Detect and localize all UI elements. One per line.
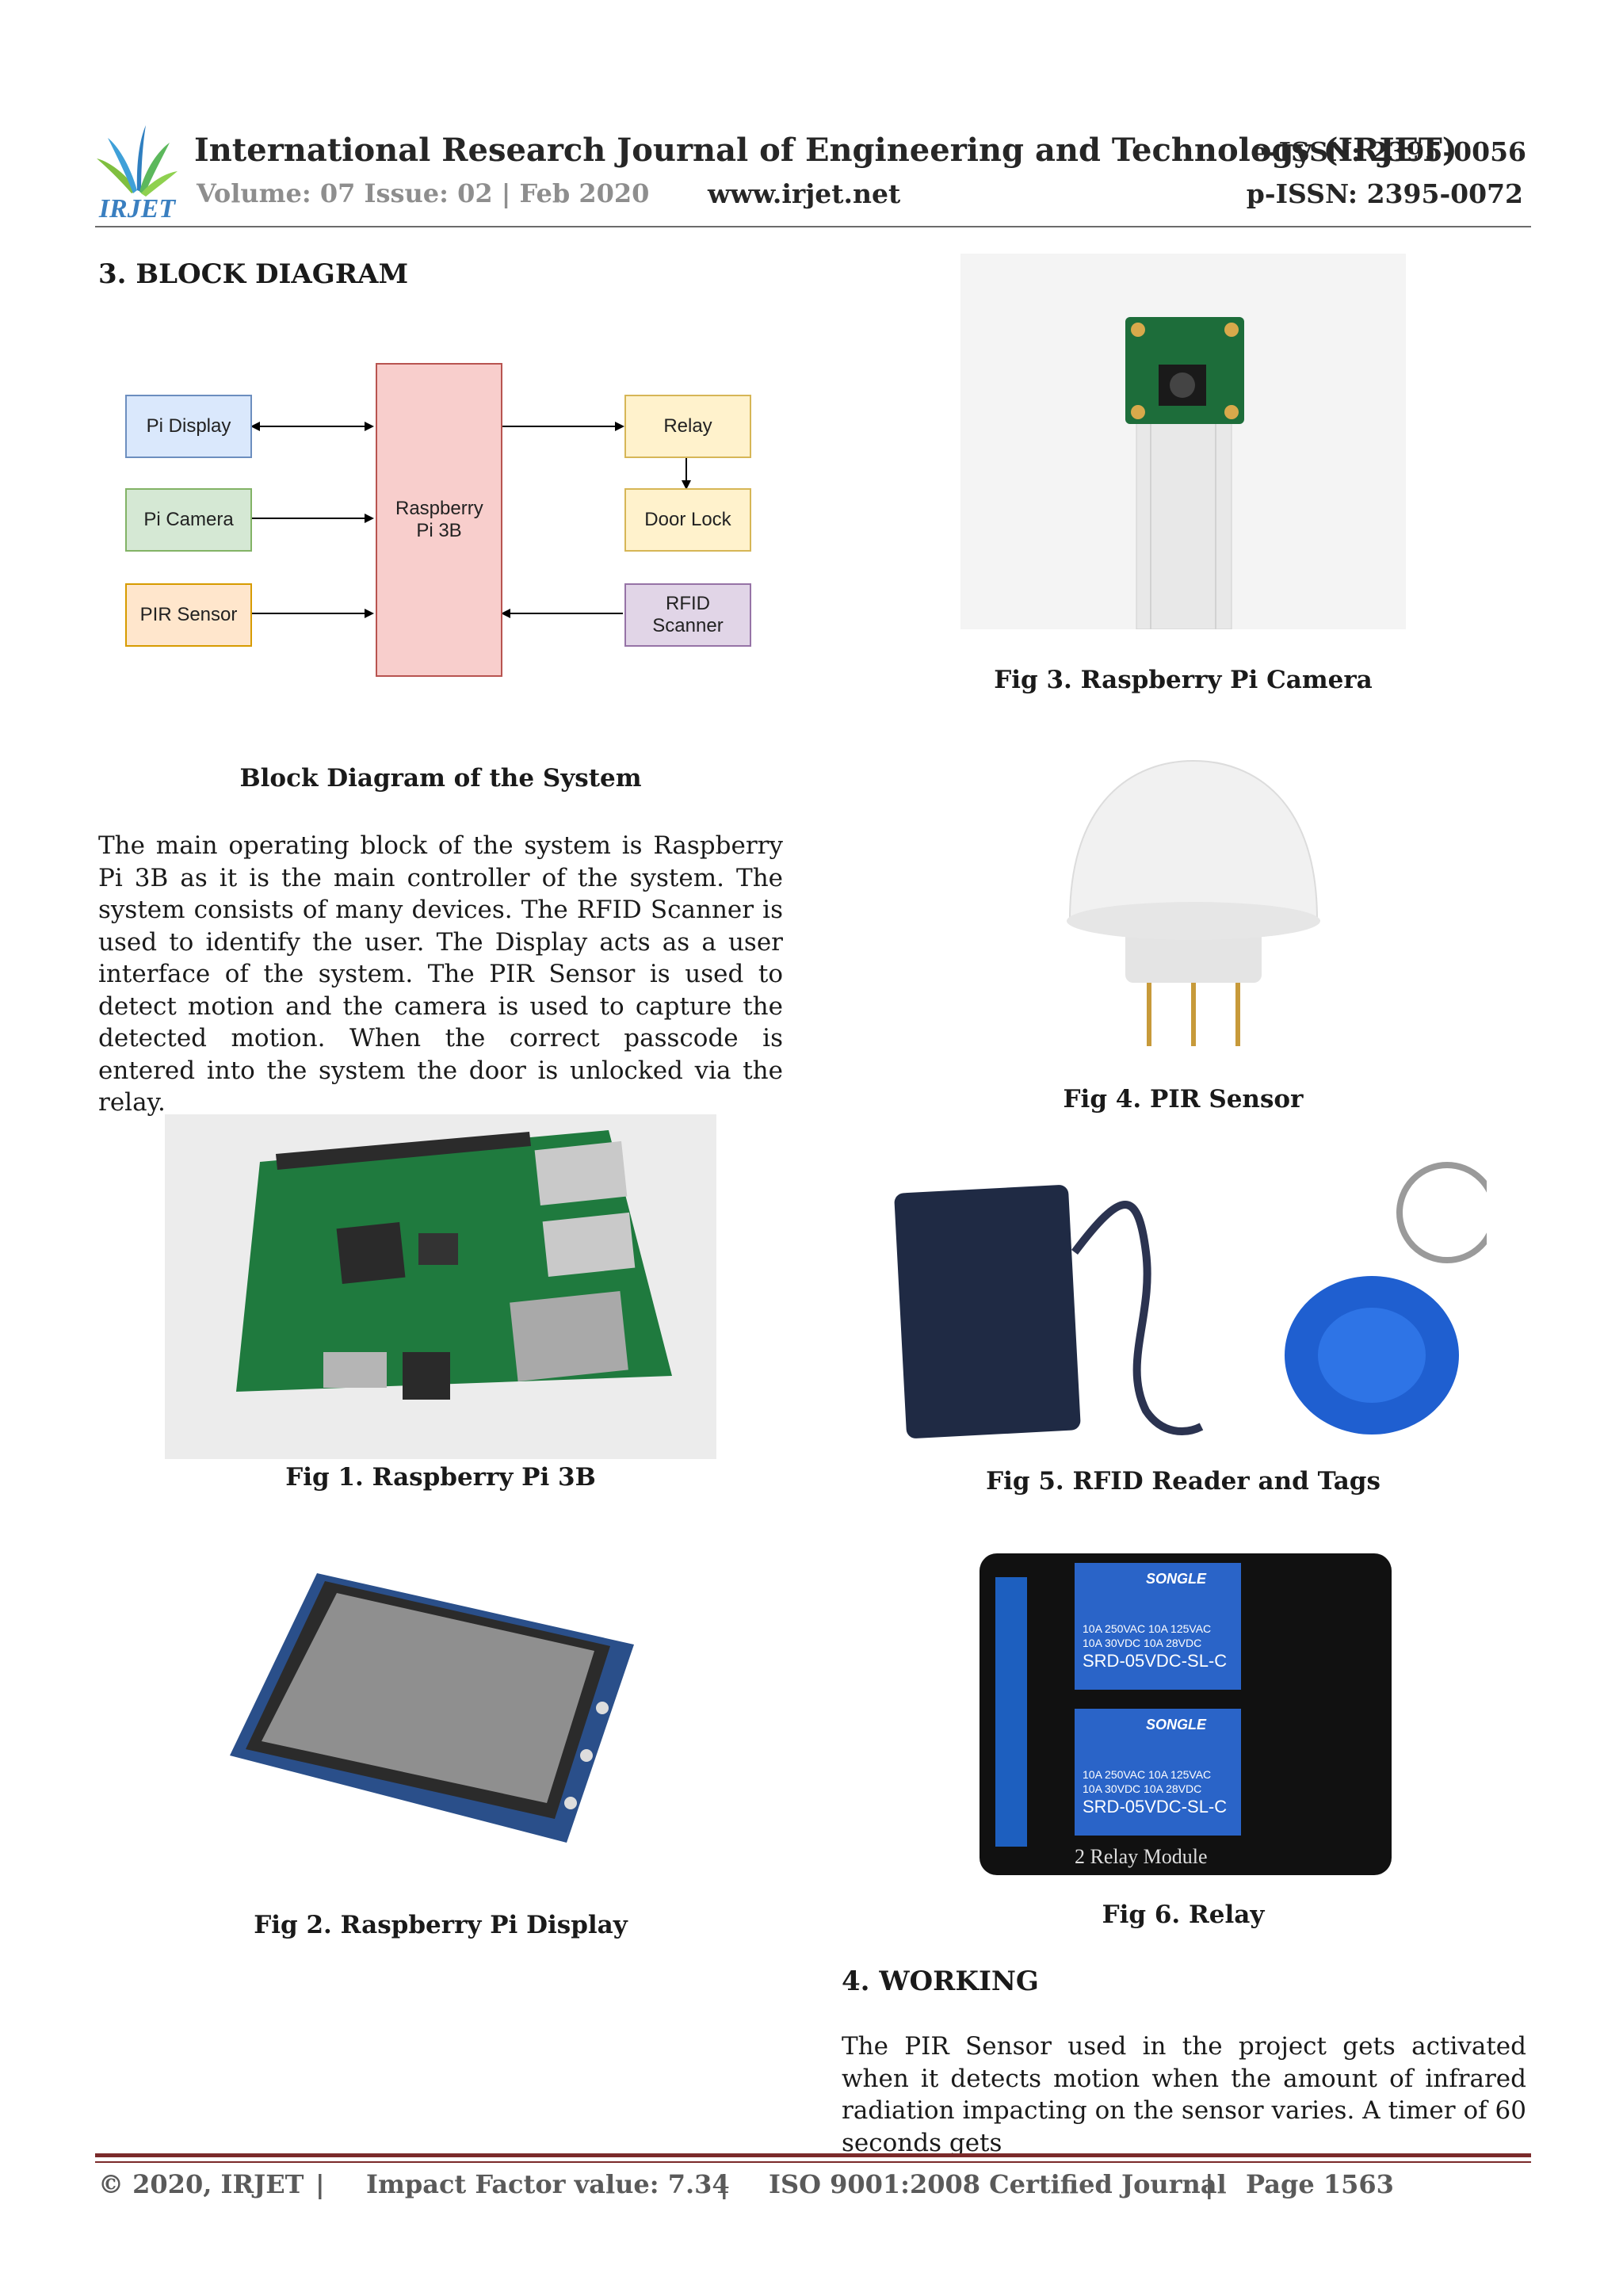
- pi-camera-photo: [960, 254, 1406, 630]
- relay-block: Relay: [624, 395, 751, 458]
- journal-title: International Research Journal of Engine…: [194, 132, 1457, 169]
- relay-2: SONGLE 10A 250VAC 10A 125VAC 10A 30VDC 1…: [1075, 1709, 1241, 1836]
- block-diagram: Raspberry Pi 3B Pi Display Pi Camera PIR…: [117, 353, 767, 686]
- pir-sensor-photo: [1046, 753, 1341, 1054]
- pir-sensor-block: PIR Sensor: [125, 583, 252, 647]
- rfid-reader-photo: [884, 1157, 1498, 1452]
- footer-separator: |: [720, 2169, 729, 2199]
- pi-camera-block: Pi Camera: [125, 488, 252, 552]
- relay-2-spec-2: 10A 30VDC 10A 28VDC: [1083, 1782, 1202, 1795]
- relay-1-model: SRD-05VDC-SL-C: [1083, 1651, 1228, 1671]
- block-diagram-arrows: [250, 422, 691, 618]
- relay-2-brand: SONGLE: [1146, 1717, 1207, 1733]
- svg-text:IRJET: IRJET: [98, 194, 177, 220]
- fig2-caption: Fig 2. Raspberry Pi Display: [254, 1911, 628, 1939]
- fig4-caption: Fig 4. PIR Sensor: [1063, 1085, 1304, 1114]
- relay-1-spec-2: 10A 30VDC 10A 28VDC: [1083, 1637, 1202, 1649]
- footer-page-number: Page 1563: [1246, 2169, 1394, 2199]
- working-paragraph: The PIR Sensor used in the project gets …: [842, 2032, 1526, 2157]
- journal-website[interactable]: www.irjet.net: [708, 178, 901, 209]
- pi-display-block: Pi Display: [125, 395, 252, 458]
- footer-divider: [95, 2153, 1531, 2157]
- footer-separator: |: [1205, 2169, 1214, 2199]
- e-issn: e-ISSN: 2395-0056: [1251, 136, 1526, 167]
- pi-display-photo: [214, 1557, 666, 1851]
- relay-2-model: SRD-05VDC-SL-C: [1083, 1797, 1228, 1817]
- header-divider: [95, 226, 1531, 227]
- rfid-scanner-block: RFID Scanner: [624, 583, 751, 647]
- footer-separator: |: [315, 2169, 325, 2199]
- fig1-caption: Fig 1. Raspberry Pi 3B: [285, 1463, 596, 1492]
- fig5-caption: Fig 5. RFID Reader and Tags: [986, 1467, 1381, 1496]
- relay-2-spec-1: 10A 250VAC 10A 125VAC: [1083, 1768, 1212, 1781]
- fig6-caption: Fig 6. Relay: [1102, 1901, 1265, 1929]
- relay-1-brand: SONGLE: [1146, 1571, 1207, 1587]
- raspberry-pi-photo: [165, 1114, 716, 1459]
- section-heading-block-diagram: 3. BLOCK DIAGRAM: [98, 258, 409, 290]
- volume-issue: Volume: 07 Issue: 02 | Feb 2020: [197, 178, 650, 208]
- door-lock-block: Door Lock: [624, 488, 751, 552]
- relay-terminals: [995, 1577, 1027, 1847]
- footer-copyright: © 2020, IRJET: [98, 2169, 304, 2199]
- block-diagram-paragraph: The main operating block of the system i…: [98, 831, 783, 1117]
- fig3-caption: Fig 3. Raspberry Pi Camera: [994, 666, 1373, 694]
- raspberry-pi-block: Raspberry Pi 3B: [376, 363, 502, 677]
- relay-1: SONGLE 10A 250VAC 10A 125VAC 10A 30VDC 1…: [1075, 1563, 1241, 1690]
- irjet-logo: IRJET: [94, 117, 181, 223]
- block-diagram-caption: Block Diagram of the System: [239, 764, 642, 793]
- relay-1-spec-1: 10A 250VAC 10A 125VAC: [1083, 1622, 1212, 1635]
- section-heading-working: 4. WORKING: [842, 1966, 1039, 1997]
- relay-module-label: 2 Relay Module: [1075, 1845, 1208, 1868]
- footer-iso: ISO 9001:2008 Certified Journal: [769, 2169, 1227, 2199]
- relay-module-photo: SONGLE 10A 250VAC 10A 125VAC 10A 30VDC 1…: [980, 1553, 1392, 1875]
- footer-divider-thin: [95, 2161, 1531, 2163]
- footer-impact-factor: Impact Factor value: 7.34: [366, 2169, 730, 2199]
- p-issn: p-ISSN: 2395-0072: [1246, 178, 1523, 209]
